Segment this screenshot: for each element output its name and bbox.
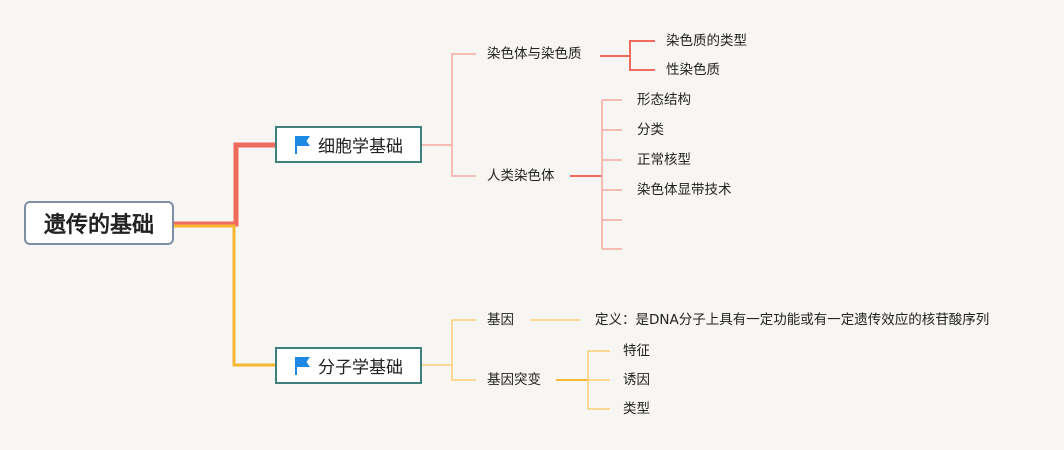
root-label: 遗传的基础	[43, 213, 154, 238]
branch-node-cytology[interactable]: 细胞学基础	[275, 126, 422, 163]
topic-human-chromosome[interactable]: 人类染色体	[487, 168, 555, 184]
topic-features[interactable]: 特征	[623, 343, 650, 359]
connector-branch1-children	[422, 53, 476, 177]
topic-banding-technique[interactable]: 染色体显带技术	[637, 182, 732, 198]
topic-gene-definition[interactable]: 定义：是DNA分子上具有一定功能或有一定遗传效应的核苷酸序列	[595, 312, 990, 328]
connector-root-branch1	[174, 142, 275, 227]
topic-morphology[interactable]: 形态结构	[637, 92, 691, 108]
connector-chromatin-leaves	[600, 40, 655, 71]
topic-gene-mutation[interactable]: 基因突变	[487, 372, 541, 388]
connector-mutation-leaves	[587, 350, 610, 410]
connector-chromosome-leaves	[601, 99, 622, 250]
topic-chromosome-and-chromatin[interactable]: 染色体与染色质	[487, 46, 582, 62]
flag-icon	[295, 135, 310, 154]
connector-branch2-children	[422, 319, 476, 381]
branch-label: 分子学基础	[318, 358, 403, 378]
topic-sex-chromatin[interactable]: 性染色质	[666, 62, 720, 78]
topic-normal-karyotype[interactable]: 正常核型	[637, 152, 691, 168]
topic-classification[interactable]: 分类	[637, 122, 664, 138]
connector-root-branch2	[174, 224, 275, 367]
root-node[interactable]: 遗传的基础	[24, 201, 174, 245]
branch-node-molecular[interactable]: 分子学基础	[275, 347, 422, 384]
topic-gene[interactable]: 基因	[487, 312, 514, 328]
topic-chromatin-types[interactable]: 染色质的类型	[666, 33, 747, 49]
topic-types[interactable]: 类型	[623, 401, 650, 417]
flag-icon	[295, 356, 310, 375]
topic-causes[interactable]: 诱因	[623, 372, 650, 388]
branch-label: 细胞学基础	[318, 137, 403, 157]
